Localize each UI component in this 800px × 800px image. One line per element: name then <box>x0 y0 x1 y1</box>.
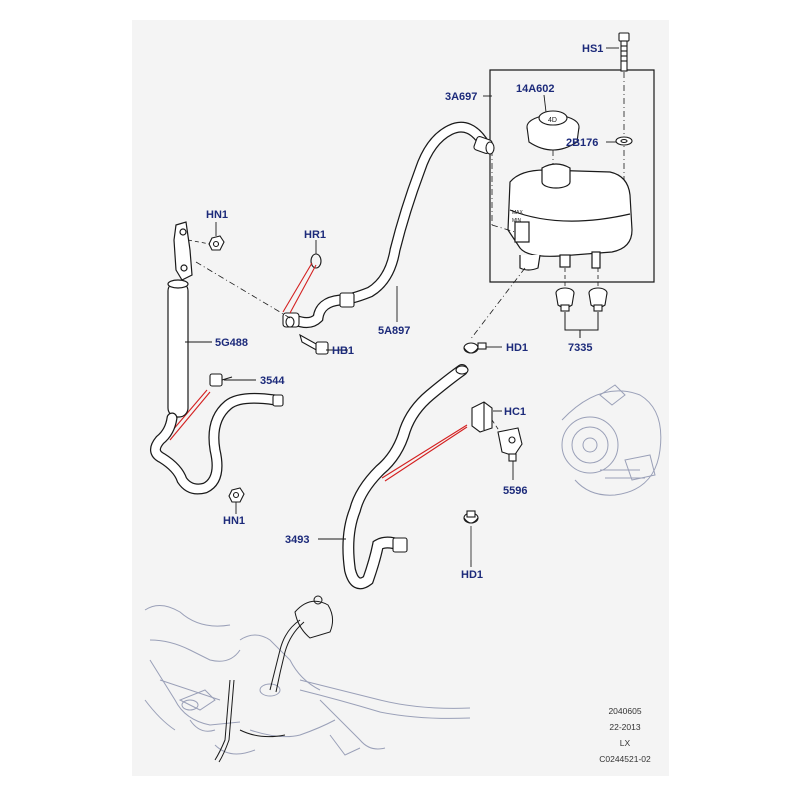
bracket-5596 <box>497 427 523 462</box>
clamp-hd1-bottom <box>463 510 479 524</box>
reference-code-1: 2040605 <box>608 706 642 716</box>
diagram-panel <box>132 20 669 776</box>
nut-hn1-bottom <box>228 487 245 503</box>
grommet-7335-right <box>588 287 608 312</box>
washer-2b176 <box>615 136 633 146</box>
label-2b176: 2B176 <box>566 137 598 149</box>
label-5596: 5596 <box>503 485 527 497</box>
label-5a897: 5A897 <box>378 325 410 337</box>
vehicle-context <box>144 605 471 756</box>
nut-hn1-top <box>208 235 225 251</box>
pump-context <box>561 384 662 496</box>
svg-text:4D: 4D <box>548 117 557 124</box>
label-7335: 7335 <box>568 342 592 354</box>
reference-model: LX <box>619 738 631 748</box>
bolt-hs1 <box>618 32 630 72</box>
cooler-5g488 <box>167 221 193 418</box>
label-hr1: HR1 <box>304 229 326 241</box>
svg-text:MAX: MAX <box>512 210 524 216</box>
callout-leaders <box>185 47 619 567</box>
label-hn1-top: HN1 <box>206 209 228 221</box>
label-hs1: HS1 <box>582 43 603 55</box>
reservoir-body <box>507 163 633 271</box>
reservoir-group-box <box>489 69 655 283</box>
svg-text:MIN: MIN <box>512 218 522 224</box>
reservoir-cap: 4D <box>526 110 580 151</box>
label-hc1: HC1 <box>504 406 526 418</box>
clip-hc1 <box>471 401 493 433</box>
reference-code-2: C0244521-02 <box>599 754 651 764</box>
label-3a697: 3A697 <box>445 91 477 103</box>
label-5g488: 5G488 <box>215 337 248 349</box>
label-hd1-bottom: HD1 <box>461 569 483 581</box>
clamp-hd1-top <box>463 342 487 354</box>
label-hn1-bottom: HN1 <box>223 515 245 527</box>
label-3493: 3493 <box>285 534 309 546</box>
label-14a602: 14A602 <box>516 83 555 95</box>
vehicle-lines-context <box>214 595 334 763</box>
banjo-bolt-hb1 <box>299 333 329 355</box>
label-hb1: HB1 <box>332 345 354 357</box>
label-hd1-top: HD1 <box>506 342 528 354</box>
reference-date: 22-2013 <box>609 722 641 732</box>
grommet-7335-left <box>555 287 575 312</box>
hose-5a897 <box>289 121 491 329</box>
clip-3544 <box>209 373 233 387</box>
label-3544: 3544 <box>260 375 285 387</box>
